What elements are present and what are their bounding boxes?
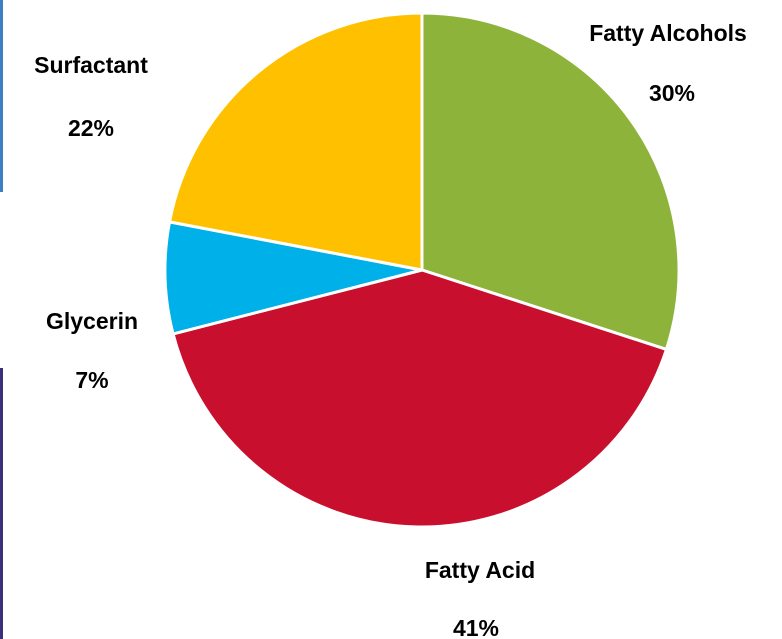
- slice-pct-glycerin: 7%: [75, 367, 108, 393]
- pie-labels: Fatty Alcohols 30% Fatty Acid 41% Glycer…: [34, 20, 747, 639]
- slice-label-glycerin: Glycerin: [46, 308, 138, 334]
- pie-slice-fatty-alcohols: [420, 11, 681, 351]
- slice-pct-fatty-alcohols: 30%: [649, 80, 695, 106]
- pie-slice-glycerin: [163, 220, 424, 336]
- slice-pct-fatty-acid: 41%: [453, 615, 499, 639]
- slice-pct-surfactant: 22%: [68, 115, 114, 141]
- pie-slice-fatty-acid: [171, 268, 668, 529]
- pie-slice-surfactant: [168, 11, 424, 272]
- left-edge-bar-bottom: [0, 368, 3, 639]
- slice-label-fatty-alcohols: Fatty Alcohols: [589, 20, 747, 46]
- slice-label-surfactant: Surfactant: [34, 52, 148, 78]
- slice-label-fatty-acid: Fatty Acid: [425, 557, 535, 583]
- left-edge-bar-top: [0, 0, 3, 192]
- pie-slices: [163, 11, 681, 529]
